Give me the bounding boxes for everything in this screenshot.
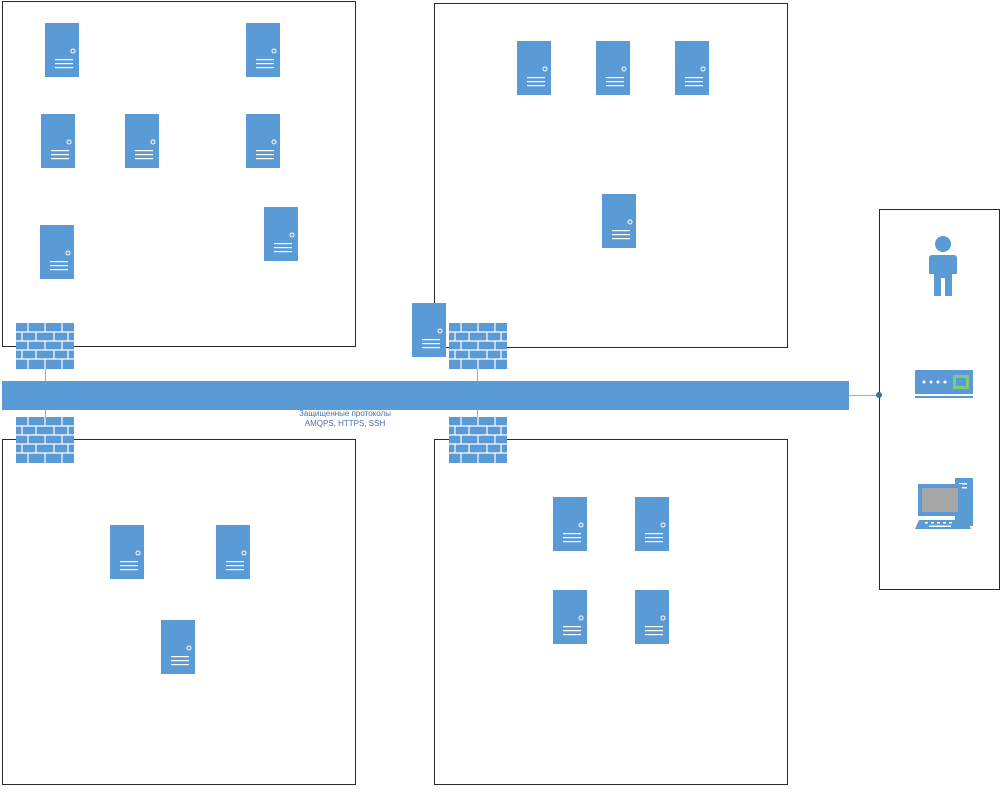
zone-bottom-right bbox=[434, 439, 788, 785]
server-icon bbox=[553, 497, 587, 551]
connector-tl bbox=[45, 368, 46, 382]
bus-label-line2: AMQPS, HTTPS, SSH bbox=[304, 419, 386, 428]
firewall-icon bbox=[449, 417, 507, 463]
bus-label: Защищенные протоколы AMQPS, HTTPS, SSH bbox=[290, 409, 400, 429]
server-icon bbox=[675, 41, 709, 95]
bus-label-line1: Защищенные протоколы bbox=[299, 409, 391, 418]
workstation-icon bbox=[915, 478, 973, 529]
server-icon bbox=[412, 303, 446, 357]
firewall-icon bbox=[16, 323, 74, 369]
server-icon bbox=[125, 114, 159, 168]
server-icon bbox=[635, 497, 669, 551]
zone-bottom-left bbox=[2, 439, 356, 785]
server-icon bbox=[602, 194, 636, 248]
connector-endpoint bbox=[876, 392, 882, 398]
network-bus bbox=[2, 381, 849, 410]
server-icon bbox=[553, 590, 587, 644]
server-icon bbox=[41, 114, 75, 168]
firewall-icon bbox=[449, 323, 507, 369]
server-icon bbox=[264, 207, 298, 261]
connector-external bbox=[849, 395, 879, 396]
server-icon bbox=[45, 23, 79, 77]
server-icon bbox=[246, 114, 280, 168]
network-switch-icon bbox=[915, 370, 973, 398]
server-icon bbox=[161, 620, 195, 674]
server-icon bbox=[517, 41, 551, 95]
server-icon bbox=[246, 23, 280, 77]
server-icon bbox=[216, 525, 250, 579]
user-icon bbox=[929, 236, 957, 296]
server-icon bbox=[110, 525, 144, 579]
server-icon bbox=[596, 41, 630, 95]
connector-tr bbox=[477, 368, 478, 382]
server-icon bbox=[40, 225, 74, 279]
firewall-icon bbox=[16, 417, 74, 463]
server-icon bbox=[635, 590, 669, 644]
